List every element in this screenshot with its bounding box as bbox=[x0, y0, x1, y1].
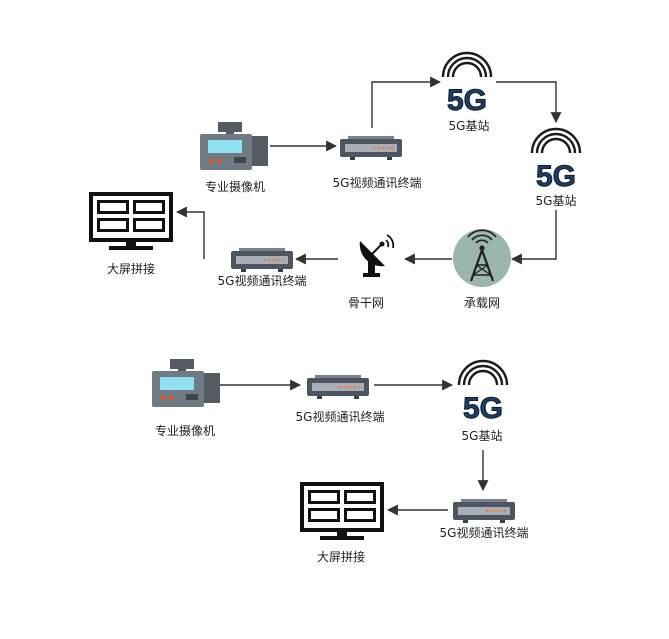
arrow-basestation-to-basestation bbox=[496, 81, 562, 124]
terminal-icon bbox=[231, 248, 293, 272]
backbone-label: 骨干网 bbox=[347, 296, 384, 310]
arrow-terminal-to-screen bbox=[175, 206, 205, 259]
screen-label: 大屏拼接 bbox=[106, 262, 155, 276]
satellite-dish-icon bbox=[358, 234, 395, 278]
camera-label: 专业摄像机 bbox=[204, 180, 265, 194]
terminal-label: 5G视频通讯终端 bbox=[332, 176, 422, 190]
terminal-icon bbox=[307, 375, 369, 399]
carrier-network-label: 承载网 bbox=[463, 296, 500, 310]
camera-label: 专业摄像机 bbox=[154, 424, 215, 438]
svg-text:5G: 5G bbox=[536, 160, 576, 193]
base-station-label: 5G基站 bbox=[535, 194, 577, 208]
arrow-basestation-to-carrier bbox=[510, 210, 557, 265]
terminal-label: 5G视频通讯终端 bbox=[439, 526, 529, 540]
terminal-label: 5G视频通讯终端 bbox=[295, 410, 385, 424]
carrier-network-icon bbox=[451, 227, 513, 289]
arrow-terminal-to-basestation bbox=[371, 76, 442, 128]
base-station-label: 5G基站 bbox=[448, 119, 490, 133]
terminal-icon bbox=[453, 499, 515, 523]
screen-label: 大屏拼接 bbox=[316, 550, 365, 564]
svg-text:5G: 5G bbox=[447, 84, 487, 117]
5g-base-station-icon: 5G bbox=[457, 359, 509, 426]
5g-base-station-icon: 5G bbox=[530, 127, 582, 194]
5g-base-station-icon: 5G bbox=[441, 51, 493, 118]
camera-icon bbox=[200, 122, 268, 170]
terminal-label: 5G视频通讯终端 bbox=[217, 274, 307, 288]
svg-text:5G: 5G bbox=[463, 392, 503, 425]
camera-icon bbox=[152, 359, 220, 407]
video-wall-icon bbox=[89, 192, 173, 250]
video-wall-icon bbox=[300, 482, 384, 540]
base-station-label: 5G基站 bbox=[461, 429, 503, 443]
terminal-icon bbox=[340, 136, 402, 160]
